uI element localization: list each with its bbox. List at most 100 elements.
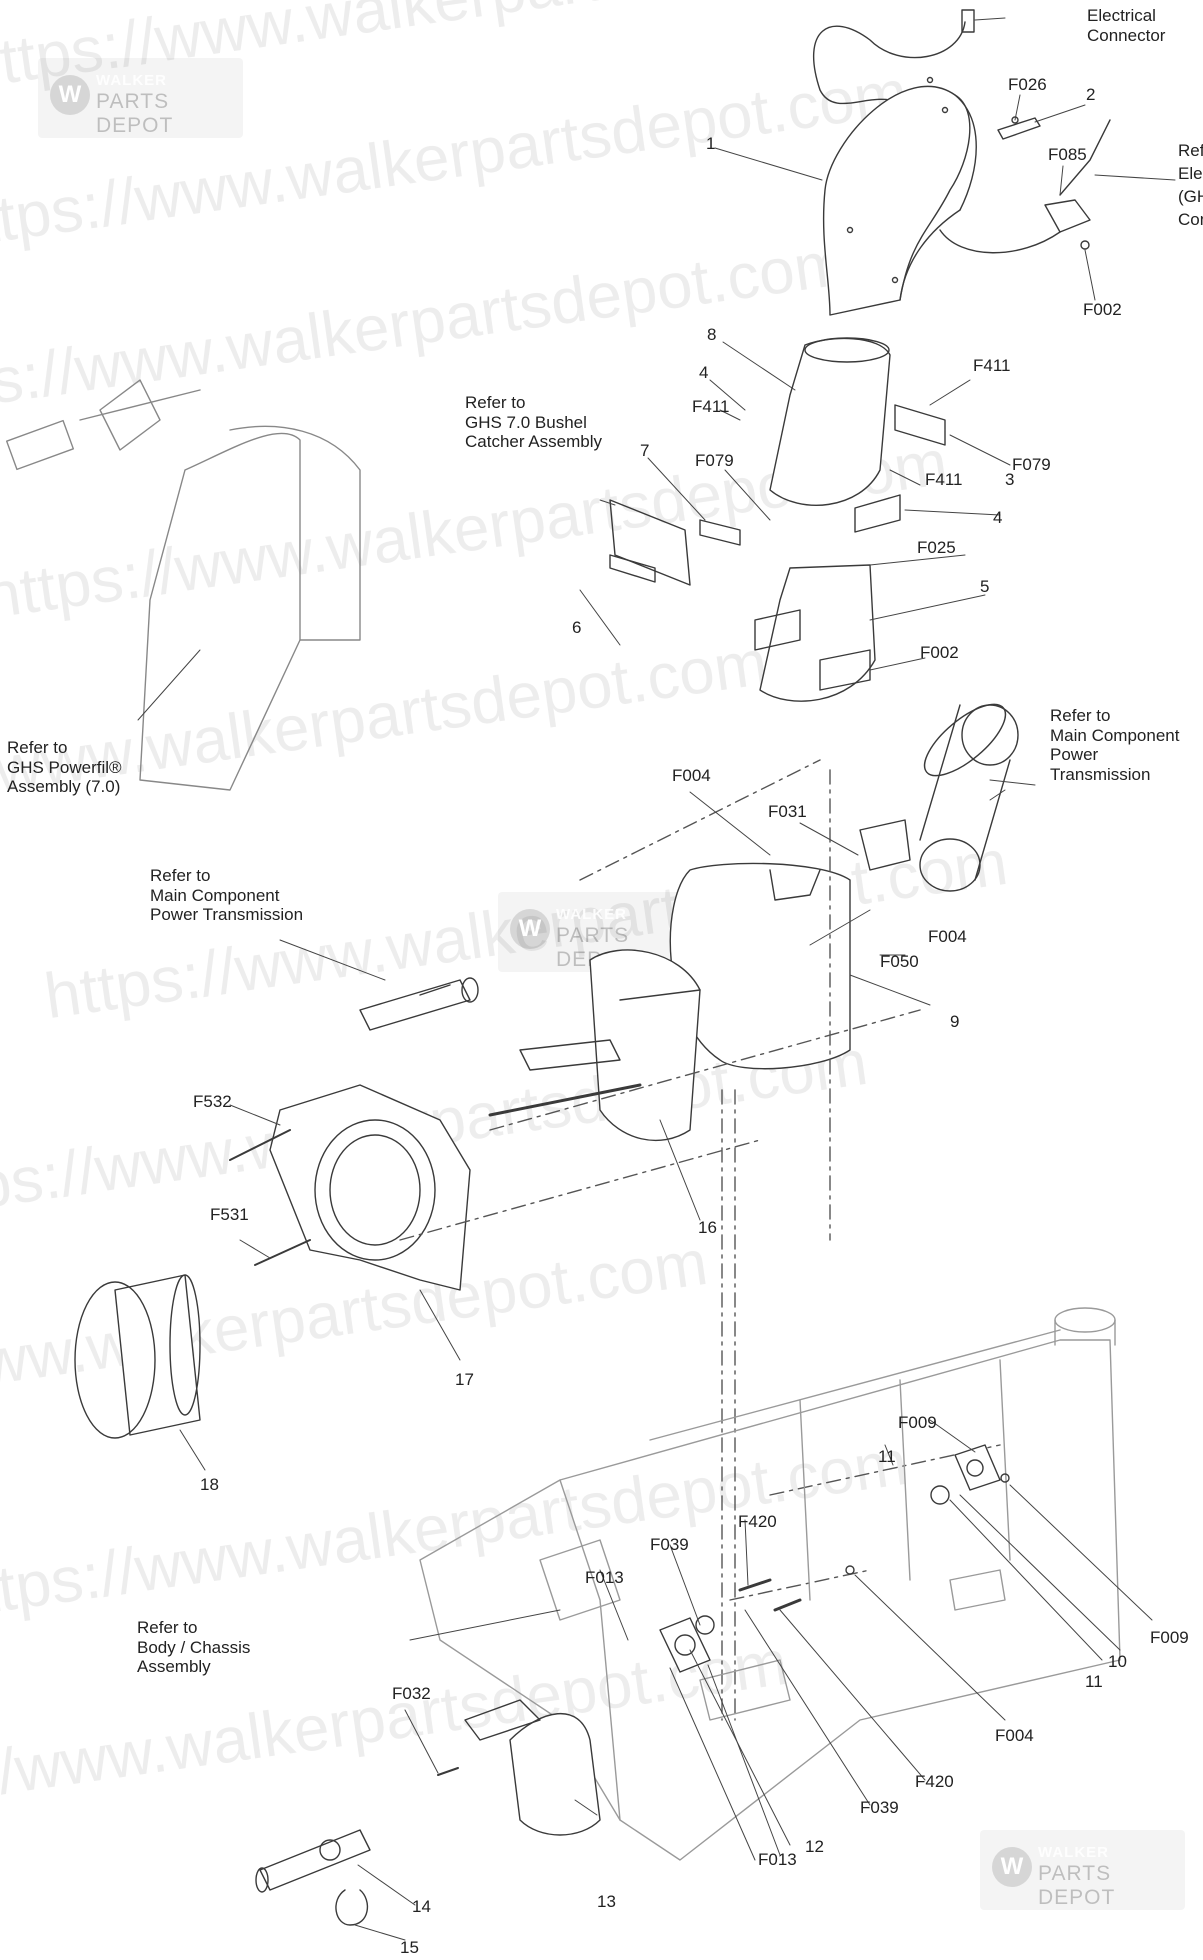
callout-F004-top: F004 [672,766,711,785]
bolt-F420 [738,1578,772,1592]
logo-line1: WALKER [1038,1844,1109,1861]
chassis-frame [419,1307,1121,1861]
adapter-part-5 [754,564,876,702]
callout-F009-top: F009 [898,1413,937,1432]
powerfil-assembly [5,379,361,791]
blower-housing-part-9 [669,862,851,1070]
bearing-part-12 [659,1615,715,1673]
callout-F411-mid: F411 [925,470,963,489]
bolt-F532 [229,1129,291,1161]
ref-main-power-left: Refer to Main Component Power Transmissi… [150,866,304,925]
callout-F531: F531 [210,1205,249,1224]
logo-line2: PARTS DEPOT [96,90,174,137]
callout-4-left: 4 [699,363,709,382]
callout-13: 13 [597,1892,616,1911]
callout-16: 16 [698,1218,717,1237]
callout-F039-bottom: F039 [860,1798,899,1817]
callout-9: 9 [950,1012,960,1031]
bracket-part-6 [609,499,691,586]
callout-17: 17 [455,1370,474,1389]
callout-5: 5 [980,577,990,596]
callout-F013-top: F013 [585,1568,624,1587]
walker-logo-top: W WALKER PARTS DEPOT [38,58,243,138]
clip-part-15 [335,1889,369,1926]
callout-3: 3 [1005,470,1015,489]
callout-6: 6 [572,618,582,637]
washer-F026 [1011,116,1019,124]
plate-part-6 [609,554,656,583]
callout-F002-top: F002 [1083,300,1122,319]
callout-11-bottom: 11 [1085,1672,1103,1691]
logo-line2: PARTS DEPOT [1038,1862,1116,1909]
callout-F032: F032 [392,1684,431,1703]
callout-F031: F031 [768,802,807,821]
callout-F004-bottom: F004 [995,1726,1034,1745]
tube-part-18 [74,1274,201,1439]
walker-logo-icon: W [992,1847,1032,1887]
callout-F411-left: F411 [692,397,730,416]
callout-F050: F050 [880,952,919,971]
bolt-F420-b [773,1598,802,1612]
callout-F420-top: F420 [738,1512,777,1531]
bracket-part-4-upper [894,404,946,446]
nut-F009 [1000,1473,1010,1483]
logo-line1: WALKER [96,72,167,89]
drive-shaft-part-14 [255,1829,371,1893]
ref-powerfil-assembly: Refer to GHS Powerfil® Assembly (7.0) [7,738,122,797]
bracket-part-7 [699,519,741,546]
ref-electrical-right: Refer to Electrical (GHS Con [1178,141,1203,229]
callout-F009-right: F009 [1150,1628,1189,1647]
callout-F025: F025 [917,538,956,557]
callout-F004-mid: F004 [928,927,967,946]
callout-7: 7 [640,441,650,460]
walker-logo-icon: W [50,75,90,115]
shaft-main-component [359,977,479,1031]
callout-15: 15 [400,1938,419,1957]
chute-neck-part-8 [769,337,891,506]
walker-logo-icon: W [510,909,550,949]
ref-electrical-connector: Electrical Connector [1087,6,1166,45]
callout-F085: F085 [1048,145,1087,164]
callout-F013-bottom: F013 [758,1850,797,1869]
electrical-cable [812,21,966,141]
ref-catcher-assembly: Refer to GHS 7.0 Bushel Catcher Assembly [465,393,602,452]
callout-F026: F026 [1008,75,1047,94]
chute-top-part-1 [822,76,977,316]
electrical-plug [961,9,975,33]
walker-logo-bottom: W WALKER PARTS DEPOT [980,1830,1185,1910]
callout-F079-right: F079 [1012,455,1051,474]
callout-18: 18 [200,1475,219,1494]
callout-F420-bottom: F420 [915,1772,954,1791]
ref-main-power-right: Refer to Main Component Power Transmissi… [1050,706,1180,784]
blower-plate-part-17 [269,1084,471,1291]
callout-F039-top: F039 [650,1535,689,1554]
ref-body-chassis: Refer to Body / Chassis Assembly [137,1618,251,1677]
pulley-belt-assembly [859,703,1019,892]
callout-11-top: 11 [878,1447,896,1466]
callout-2: 2 [1086,85,1096,104]
callout-8: 8 [707,325,717,344]
bracket-part-4-lower [854,494,901,533]
nut-F002 [1080,240,1090,250]
callout-14: 14 [412,1897,431,1916]
callout-F532: F532 [193,1092,232,1111]
impeller-part-16 [488,949,701,1142]
nut-F004 [845,1565,855,1575]
bearing-part-10 [930,1444,1001,1505]
bracket-part-2 [997,117,1041,140]
bolt-F531 [254,1239,311,1266]
callout-12: 12 [805,1837,824,1856]
cable-switch [939,229,1061,254]
callout-F002-mid: F002 [920,643,959,662]
guard-part-13 [464,1699,601,1836]
callout-F079-left: F079 [695,451,734,470]
callout-4-right: 4 [993,508,1003,527]
switch-F085 [1044,119,1111,233]
logo-line1: WALKER [556,906,627,923]
callout-10: 10 [1108,1652,1127,1671]
bolt-F032 [437,1767,459,1776]
callout-1: 1 [706,134,716,153]
callout-F411-top: F411 [973,356,1011,375]
